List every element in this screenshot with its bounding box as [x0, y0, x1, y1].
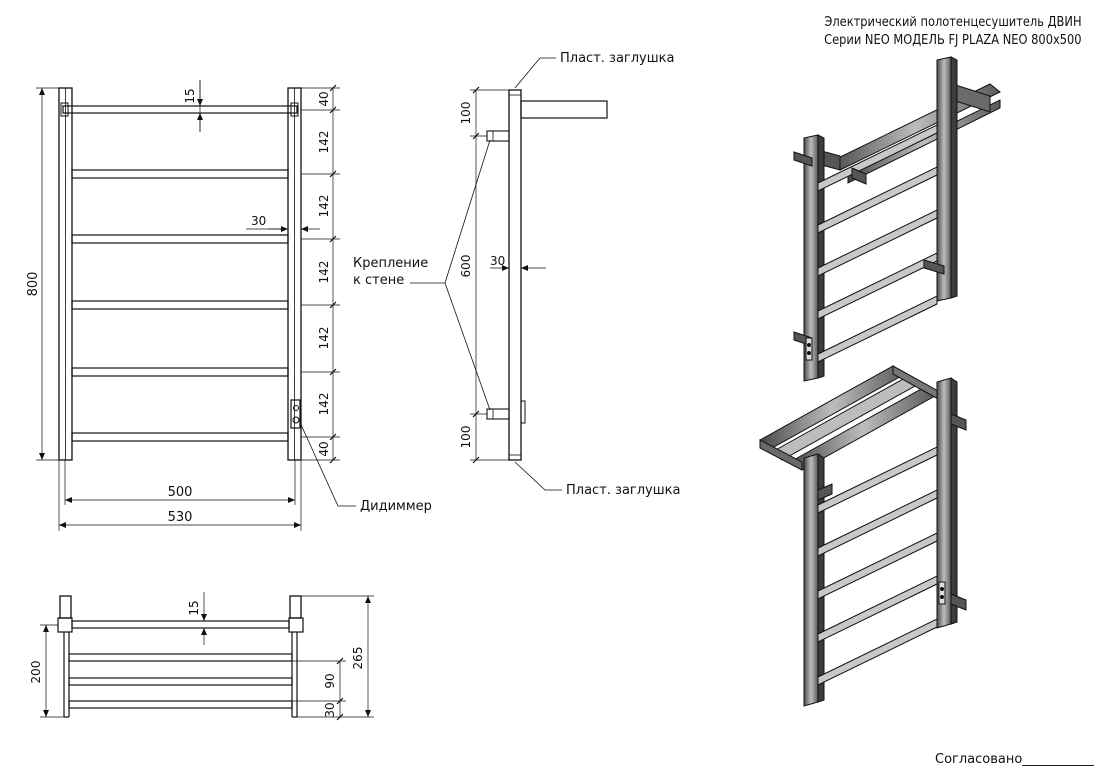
top-dim-depth-265: 265 — [351, 647, 365, 670]
rung-spacing-dims: 40 142 142 142 142 142 40 — [301, 84, 340, 464]
dimmer-box — [290, 399, 301, 429]
side-view: 100 600 100 30 Крепление к стене Пласт. … — [353, 51, 680, 498]
isometric-view-upper — [793, 56, 1001, 382]
dimmer-knob — [293, 405, 299, 411]
top-view-left-post — [59, 595, 72, 619]
dim-spacing-142-2: 142 — [317, 195, 331, 218]
top-rail — [62, 105, 298, 114]
dim-spacing-142-5: 142 — [317, 393, 331, 416]
wall-mount-top — [486, 130, 510, 142]
side-dim-top-100: 100 — [459, 102, 473, 125]
mount-label-line-1: Крепление — [353, 256, 428, 271]
dim-spacing-142-1: 142 — [317, 131, 331, 154]
top-dim-offset-15: 15 — [187, 600, 201, 615]
approval-label: Согласовано — [935, 752, 1023, 767]
dim-top-offset-15: 15 — [183, 88, 197, 103]
rung-1 — [71, 169, 289, 179]
approval-line: ___________ — [1022, 752, 1094, 767]
top-view-rung-2 — [68, 677, 293, 686]
top-view: 15 200 265 90 30 — [29, 592, 374, 721]
drawing-title: Электрический полотенцесушитель ДВИН Сер… — [825, 14, 1082, 50]
plug-bottom-label: Пласт. заглушка — [566, 483, 680, 498]
rungs — [71, 169, 289, 442]
dim-spacing-bottom-40: 40 — [317, 441, 331, 456]
title-line-1: Электрический полотенцесушитель ДВИН — [824, 15, 1082, 30]
front-view: 800 15 30 40 142 142 142 142 142 — [26, 80, 432, 531]
rung-4 — [71, 367, 289, 377]
isometric-view-lower — [759, 365, 967, 707]
dim-side-offset-30: 30 — [251, 214, 266, 228]
wall-mount-bottom — [486, 408, 510, 420]
side-dim-depth-30: 30 — [490, 254, 505, 268]
dim-width-500: 500 — [168, 485, 193, 500]
dimmer-label: Дидиммер — [360, 499, 432, 514]
top-view-right-post — [289, 595, 302, 619]
approval-signature: Согласовано___________ — [935, 752, 1094, 767]
top-dim-depth-200: 200 — [29, 661, 43, 684]
side-post — [508, 89, 522, 461]
side-dim-bottom-100: 100 — [459, 426, 473, 449]
plug-top-label: Пласт. заглушка — [560, 51, 674, 66]
side-dim-middle-600: 600 — [459, 255, 473, 278]
side-top-arm — [520, 100, 608, 119]
top-dim-30: 30 — [323, 702, 337, 717]
dim-spacing-top-40: 40 — [317, 91, 331, 106]
rung-3 — [71, 300, 289, 310]
dim-spacing-142-4: 142 — [317, 327, 331, 350]
top-view-rung-1 — [68, 653, 293, 662]
title-line-2: Серии NEO МОДЕЛЬ FJ PLAZA NEO 800x500 — [824, 33, 1082, 48]
rung-5 — [71, 432, 289, 442]
dim-spacing-142-3: 142 — [317, 261, 331, 284]
mount-label-line-2: к стене — [353, 273, 404, 288]
rung-2 — [71, 234, 289, 244]
top-view-rung-3 — [68, 700, 293, 709]
top-dim-90: 90 — [323, 673, 337, 688]
dim-width-530: 530 — [168, 510, 193, 525]
dim-height-800: 800 — [26, 272, 41, 297]
